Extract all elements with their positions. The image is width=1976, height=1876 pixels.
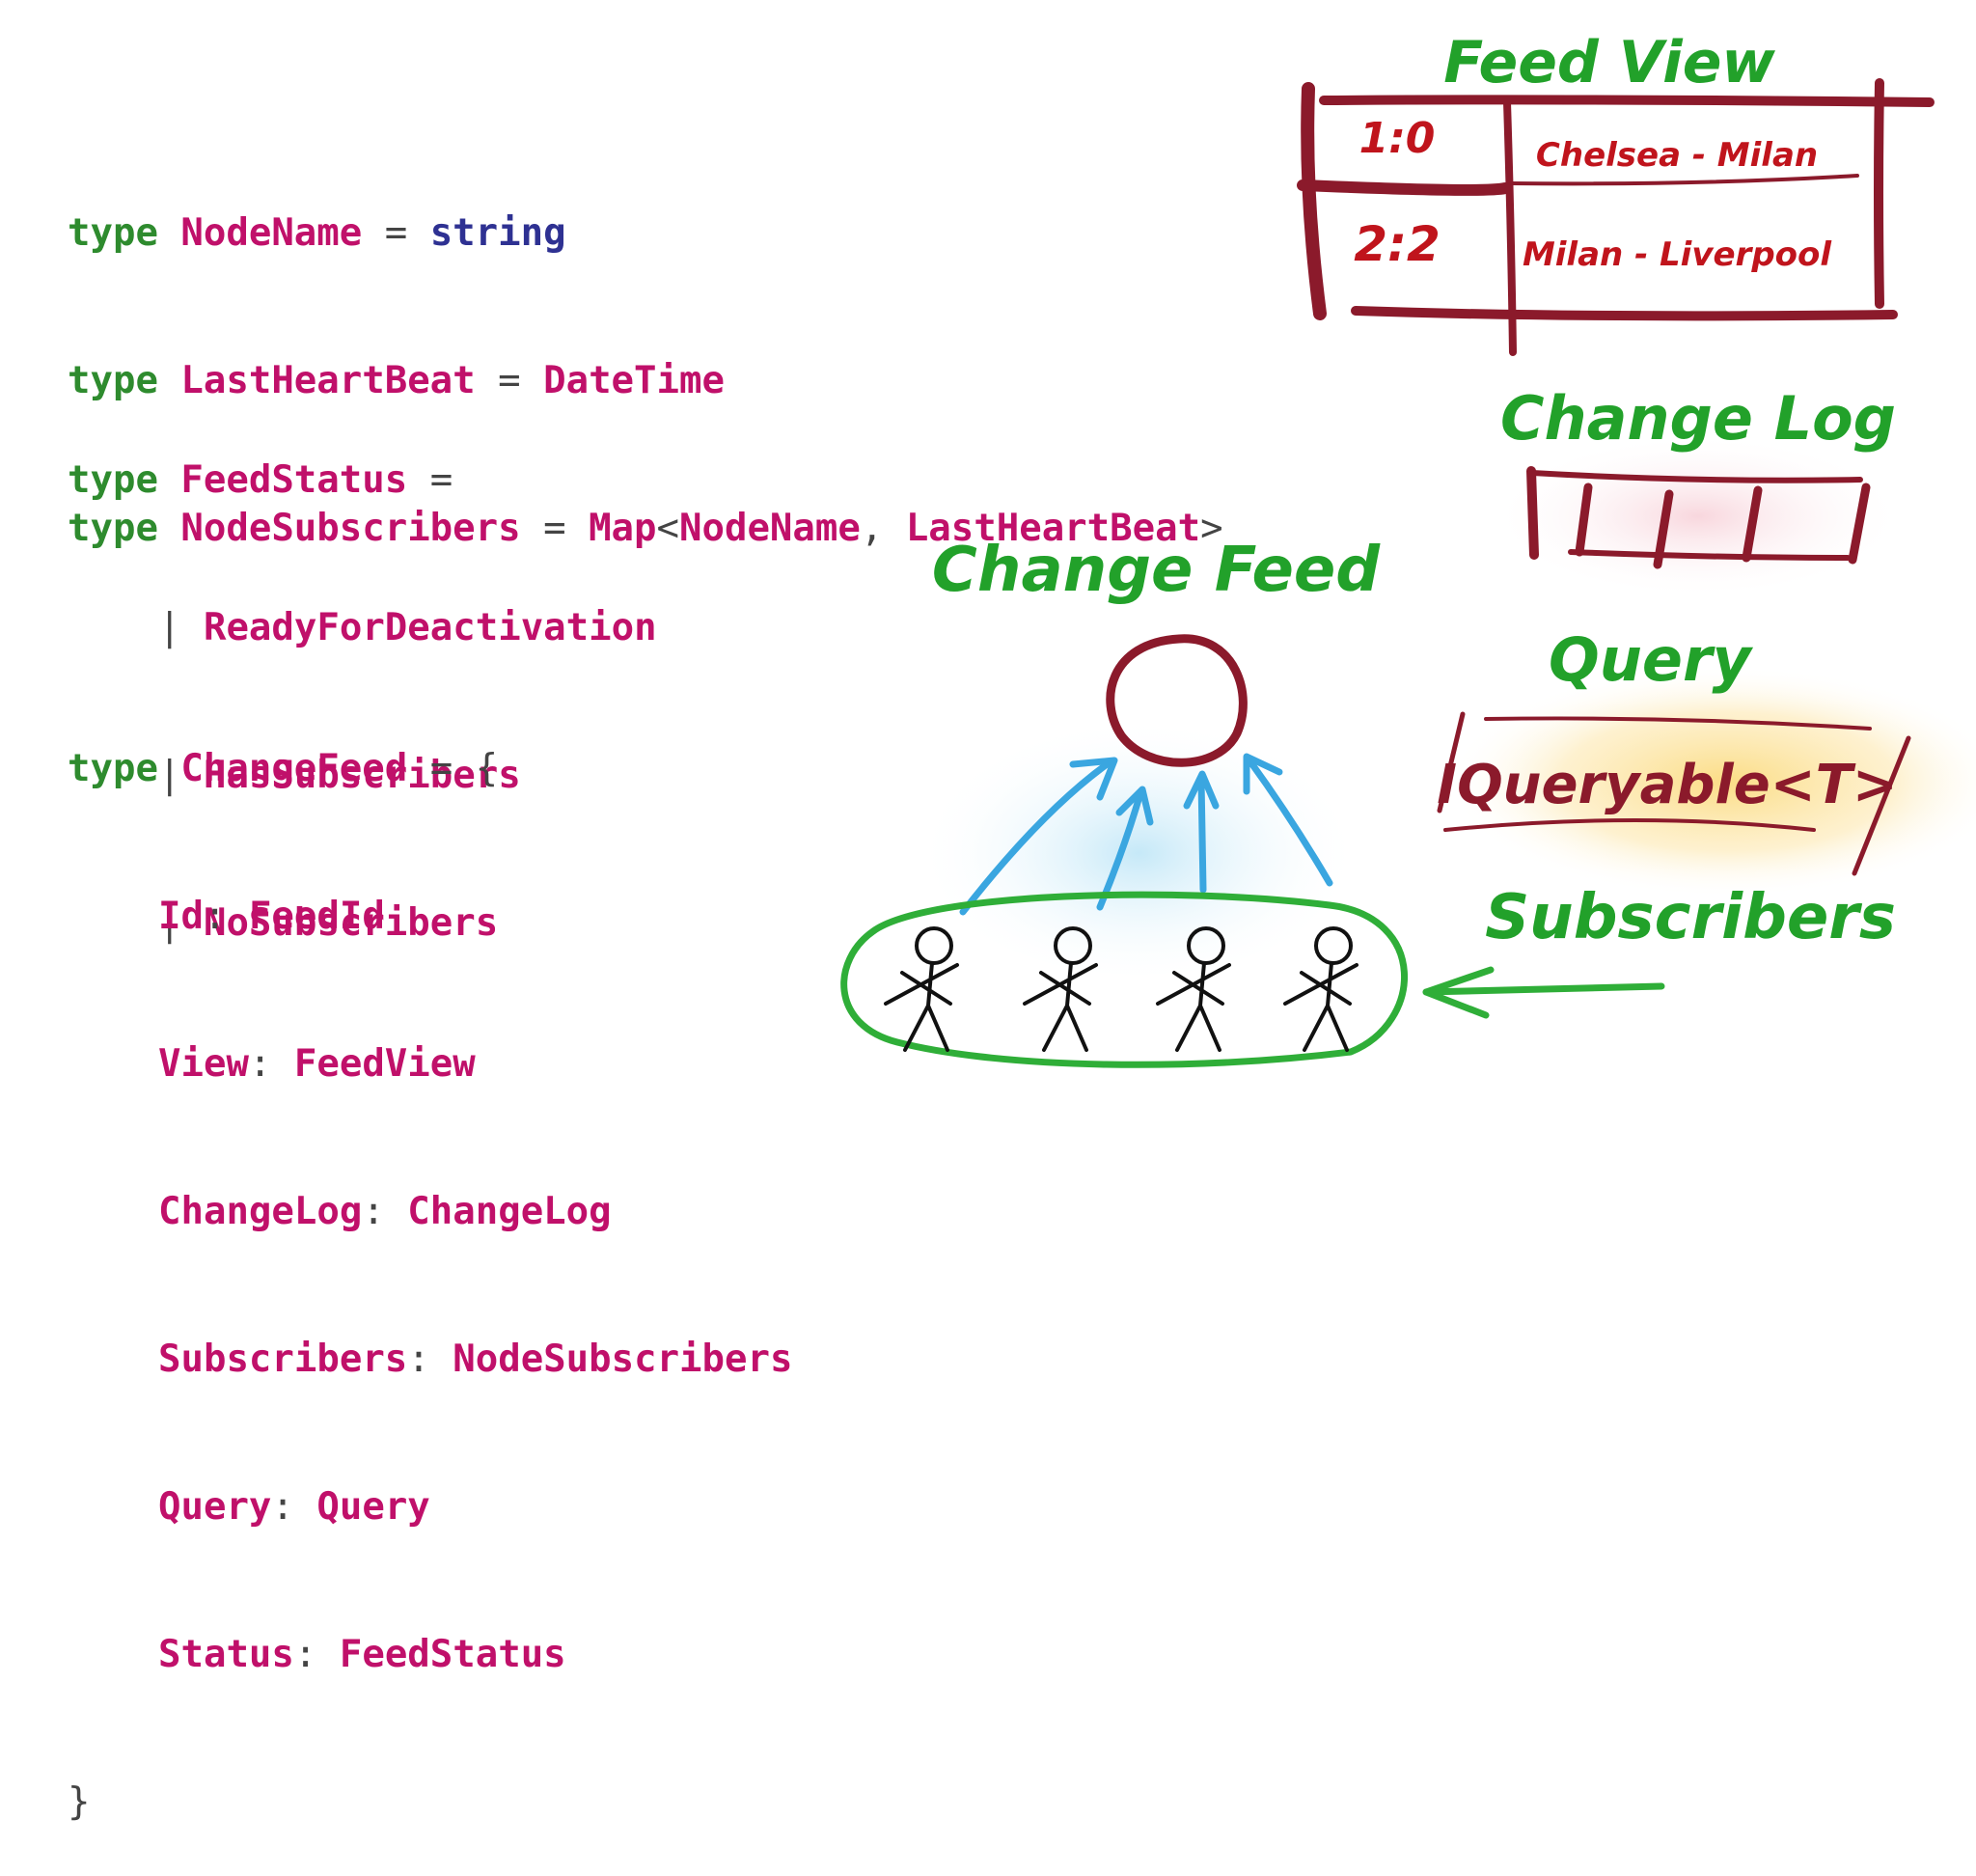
stick-figure-icon [884,926,959,1052]
code-line-close: } [68,1780,91,1824]
query-title: Query [1549,624,1753,695]
score-cell: 1:0 [1359,114,1436,163]
stick-figure-icon [1023,926,1098,1052]
match-cell: Milan - Liverpool [1523,235,1832,274]
score-cell: 2:2 [1354,216,1441,272]
code-line-field: Id: FeedId [158,895,385,938]
subscribers-ellipse [840,891,1408,1068]
change-log: Change Log [1491,383,1906,598]
query-frame [1437,711,1911,876]
code-line-field: View: FeedView [158,1042,476,1086]
circle-icon [1106,634,1248,767]
code-block-1: type NodeName = string type LastHeartBea… [68,110,1223,602]
diagram-canvas: Feed View 1:0 Chelsea - Milan 2:2 Milan … [840,29,1976,1068]
code-line-field: Status: FeedStatus [158,1633,566,1676]
match-cell: Chelsea - Milan [1536,136,1818,175]
arrow-icon [1422,966,1665,1019]
code-line-case: | ReadyForDeactivation [158,606,657,649]
code-line-lastheartbeat: type LastHeartBeat = DateTime [68,359,725,402]
query: Query IQueryable<T> [1437,624,1976,897]
code-line-nodename: type NodeName = string [68,211,566,255]
subscribers-title: Subscribers [1485,882,1896,953]
code-line-field: Subscribers: NodeSubscribers [158,1338,793,1381]
arrow-icon [959,753,1333,916]
query-text: IQueryable<T> [1437,754,1898,816]
subscribers-group: Subscribers [840,882,1896,1068]
code-line-feedstatus: type FeedStatus = [68,458,453,502]
code-line-field: Query: Query [158,1485,430,1529]
feed-view: Feed View 1:0 Chelsea - Milan 2:2 Milan … [1297,29,1935,356]
feed-view-table [1297,78,1935,356]
change-log-strip [1526,466,1871,569]
code-line-field: ChangeLog: ChangeLog [158,1190,612,1233]
code-line-case: | HasSubscribers [158,754,521,797]
code-line-case: | NoSubscribers [158,901,499,945]
change-feed-title: Change Feed [932,535,1381,606]
code-line-changefeed: type ChangeFeed = { [68,747,499,790]
feed-view-title: Feed View [1443,29,1775,97]
code-block-2: type FeedStatus = | ReadyForDeactivation… [68,357,657,997]
stick-figure-icon [1156,926,1231,1052]
change-feed: Change Feed [917,535,1381,975]
stick-figure-icon [1283,926,1358,1052]
change-log-title: Change Log [1500,383,1896,454]
code-line-nodesubscribers: type NodeSubscribers = Map<NodeName, Las… [68,507,1223,550]
